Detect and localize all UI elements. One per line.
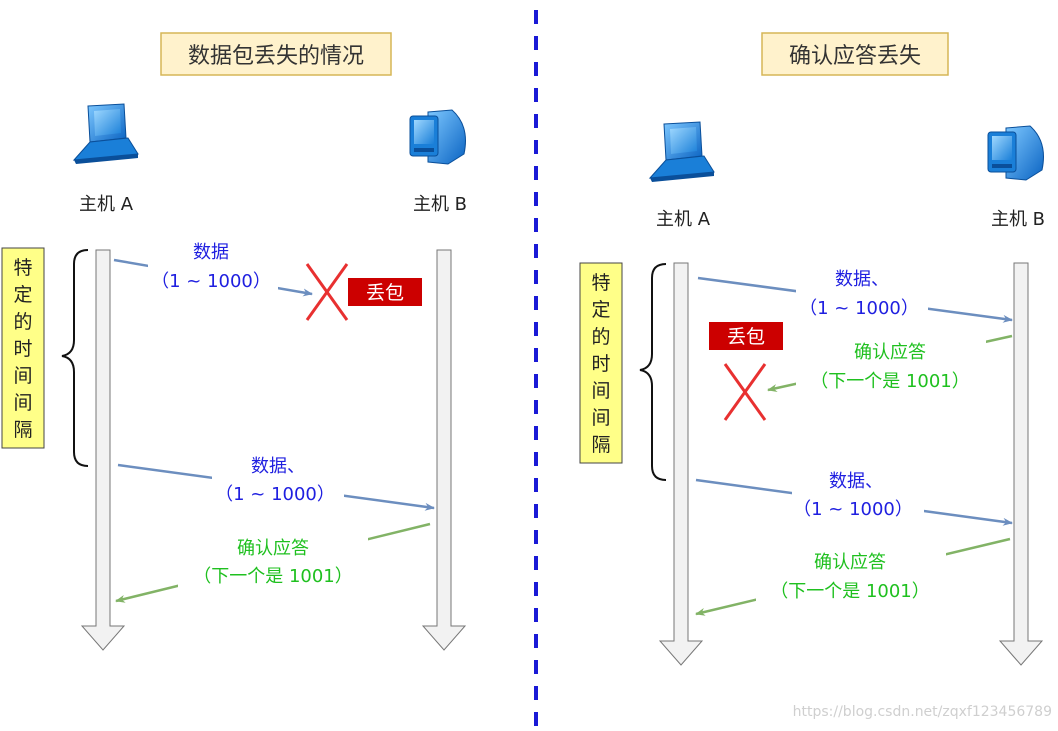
interval-brace: [639, 263, 667, 481]
label-bg: [212, 452, 344, 508]
host-b-label: 主机 B: [413, 194, 467, 215]
data-range-label: （1 ~ 1000）: [799, 298, 919, 319]
lost-badge-label: 丢包: [727, 326, 765, 348]
interval-brace: [61, 249, 89, 467]
data-label: 数据、: [829, 471, 883, 492]
svg-text:的: 的: [13, 311, 32, 333]
label-bg: [796, 338, 986, 396]
svg-text:的: 的: [591, 326, 610, 348]
svg-text:定: 定: [591, 299, 610, 321]
lost-badge: [709, 322, 783, 350]
ack-next-label: （下一个是 1001）: [810, 371, 970, 392]
left-title: 数据包丢失的情况: [188, 44, 364, 69]
host-b-timeline: [998, 262, 1044, 666]
host-b-timeline: [421, 249, 467, 651]
interval-label: 特 定 的 时 间 间 隔: [13, 257, 32, 441]
laptop-icon: [72, 103, 139, 164]
ack-label: 确认应答: [854, 342, 926, 363]
host-a-label: 主机 A: [656, 209, 711, 230]
data-range-label: （1 ~ 1000）: [793, 499, 913, 520]
svg-text:间: 间: [13, 392, 32, 414]
ack-label: 确认应答: [237, 538, 309, 559]
lost-badge: [348, 278, 422, 306]
left-title-box: [160, 32, 392, 76]
svg-text:隔: 隔: [13, 419, 32, 441]
host-b-label: 主机 B: [991, 209, 1045, 230]
cross-icon: [723, 363, 767, 421]
svg-text:间: 间: [591, 407, 610, 429]
svg-text:时: 时: [591, 353, 610, 375]
svg-text:特: 特: [591, 272, 610, 294]
data-label: 数据: [193, 242, 229, 263]
svg-text:时: 时: [13, 338, 32, 360]
label-bg: [148, 240, 278, 296]
ack-label: 确认应答: [814, 552, 886, 573]
label-bg: [796, 264, 928, 320]
right-panel: 确认应答丢失 主机 A 主机 B 特 定 的 时 间 间 隔: [579, 32, 1045, 666]
interval-label: 特 定 的 时 间 间 隔: [591, 272, 610, 456]
label-bg: [178, 534, 368, 592]
host-a-timeline: [658, 262, 704, 666]
right-title-box: [761, 32, 949, 76]
data-label: 数据、: [835, 269, 889, 290]
desktop-computer-icon: [409, 109, 466, 165]
svg-text:间: 间: [591, 380, 610, 402]
host-a-label: 主机 A: [79, 194, 134, 215]
data-range-label: （1 ~ 1000）: [151, 271, 271, 292]
laptop-icon: [648, 121, 715, 182]
watermark: https://blog.csdn.net/zqxf123456789: [793, 704, 1052, 720]
data-label: 数据、: [251, 456, 305, 477]
svg-text:定: 定: [13, 284, 32, 306]
ack-next-label: （下一个是 1001）: [770, 581, 930, 602]
svg-text:间: 间: [13, 365, 32, 387]
host-a-timeline: [80, 249, 126, 651]
svg-text:隔: 隔: [591, 434, 610, 456]
svg-text:特: 特: [13, 257, 32, 279]
left-panel: 数据包丢失的情况 主机 A 主机 B 特 定 的 时 间 间: [1, 32, 467, 651]
label-bg: [792, 466, 924, 522]
interval-box: [579, 262, 623, 464]
lost-badge-label: 丢包: [366, 282, 404, 304]
cross-icon: [305, 263, 349, 321]
desktop-computer-icon: [987, 125, 1044, 181]
interval-box: [1, 247, 45, 449]
data-range-label: （1 ~ 1000）: [215, 484, 335, 505]
right-title: 确认应答丢失: [789, 44, 921, 69]
ack-next-label: （下一个是 1001）: [193, 566, 353, 587]
label-bg: [756, 548, 946, 606]
